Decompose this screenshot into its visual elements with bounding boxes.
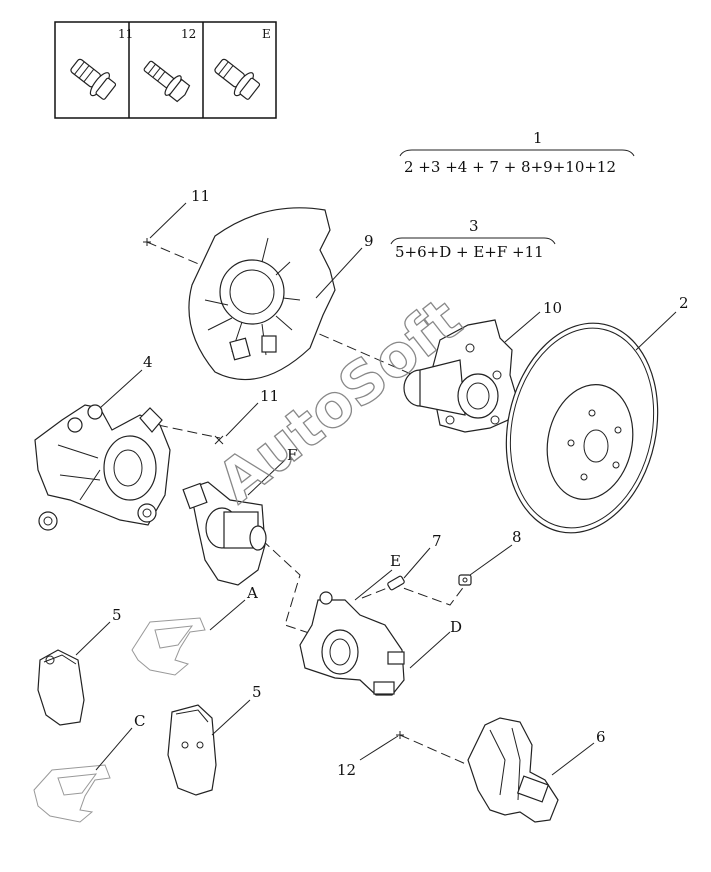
callout-5-right: 5	[252, 683, 262, 701]
assembly-3-formula: 3 5+6+D + E+F +11	[390, 217, 556, 261]
brake-disc	[505, 322, 659, 534]
flange-bolt-e-icon	[214, 58, 261, 100]
callout-9: 9	[364, 232, 374, 250]
caliper-piston-housing	[182, 481, 267, 586]
flange-bolt-11-icon	[70, 58, 117, 100]
callout-10: 10	[543, 299, 562, 317]
callout-labels: 11 9 10 2 4 11 F 7 E 8 5 A D 5 C 12 6	[112, 187, 689, 779]
callout-11-top: 11	[191, 187, 210, 205]
assembly-3-number: 3	[469, 217, 479, 235]
callout-11-mid: 11	[260, 387, 279, 405]
assembly-1-formula: 1 2 +3 +4 + 7 + 8+9+10+12	[399, 129, 635, 176]
fastener-legend: 11 12 E	[54, 21, 277, 119]
callout-d: D	[450, 618, 462, 636]
legend-label-e: E	[262, 27, 271, 41]
steering-knuckle	[34, 404, 171, 531]
brake-pad-left	[37, 649, 85, 726]
leader-lines	[75, 202, 677, 776]
pad-clip-c	[33, 764, 111, 823]
assembly-3-components: 5+6+D + E+F +11	[395, 243, 544, 261]
callout-a: A	[246, 584, 258, 602]
callout-c: C	[134, 712, 145, 730]
assembly-1-number: 1	[533, 129, 543, 147]
flange-bolt-12-icon	[143, 60, 191, 103]
bleeder-cap	[458, 574, 472, 586]
callout-7: 7	[432, 532, 442, 550]
hub-bearing	[403, 319, 517, 433]
legend-label-12: 12	[181, 27, 196, 41]
callout-5-left: 5	[112, 606, 122, 624]
callout-e: E	[390, 552, 401, 570]
caliper-body	[299, 591, 405, 696]
assembly-1-components: 2 +3 +4 + 7 + 8+9+10+12	[404, 158, 616, 176]
callout-f: F	[287, 446, 297, 464]
legend-label-11: 11	[118, 27, 133, 41]
backing-plate	[188, 207, 336, 381]
callout-4: 4	[143, 353, 153, 371]
bolt-position-markers	[143, 238, 404, 739]
callout-12: 12	[337, 761, 356, 779]
caliper-bracket	[467, 717, 559, 823]
callout-6: 6	[596, 728, 606, 746]
brake-pad-right	[167, 704, 217, 796]
callout-2: 2	[679, 294, 689, 312]
callout-8: 8	[512, 528, 522, 546]
bleeder-screw	[387, 575, 405, 591]
pad-clip-a	[131, 617, 206, 676]
